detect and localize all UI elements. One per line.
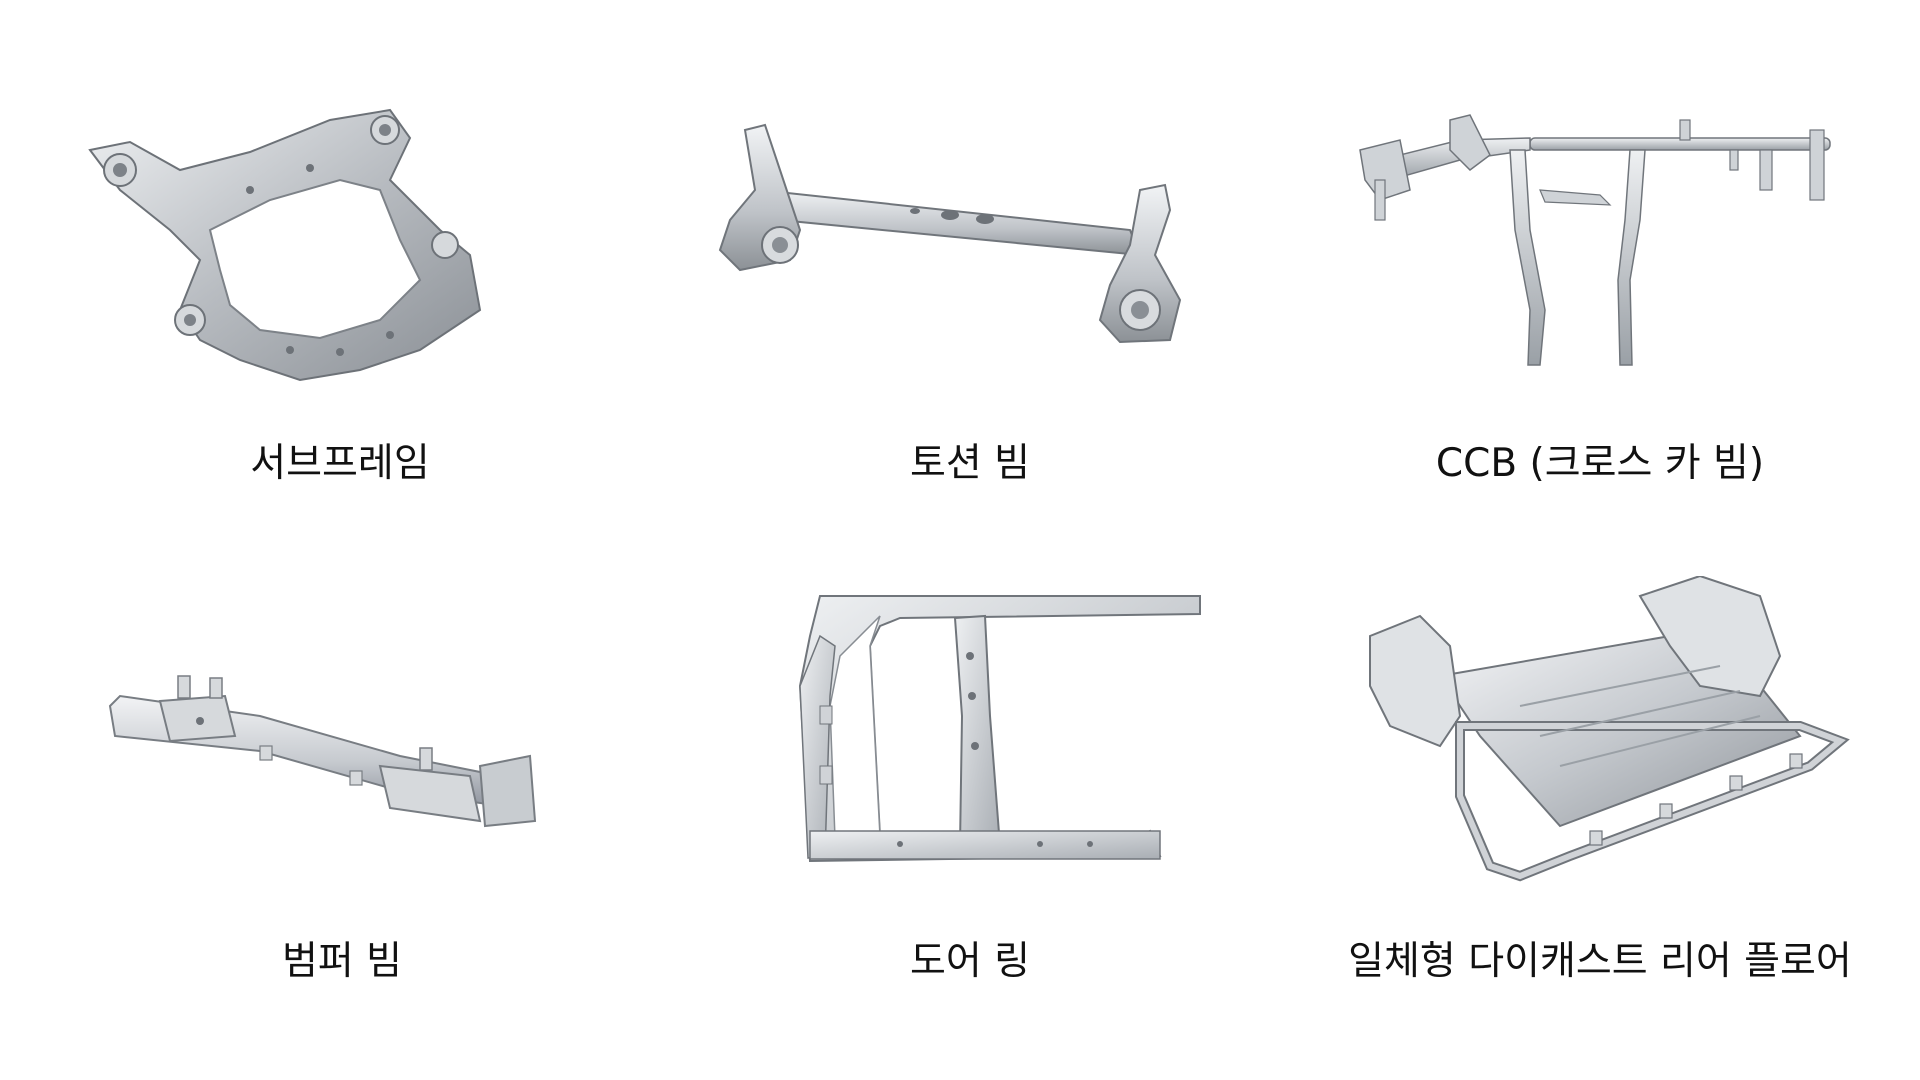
subframe-image (60, 80, 580, 400)
part-label-door-ring: 도어 링 (909, 939, 1031, 984)
part-card-subframe: 서브프레임 (0, 0, 640, 540)
cross-car-beam-image (1340, 80, 1860, 400)
torsion-beam-image (700, 80, 1220, 400)
die-cast-rear-floor-image (1340, 576, 1860, 896)
bumper-beam-image (60, 576, 580, 896)
part-label-bumper-beam: 범퍼 빔 (281, 939, 403, 984)
part-label-cross-car-beam: CCB (크로스 카 빔) (1435, 441, 1765, 486)
part-label-torsion-beam: 토션 빔 (909, 441, 1031, 486)
part-card-bumper-beam: 범퍼 빔 (0, 540, 640, 1080)
part-label-subframe: 서브프레임 (250, 441, 430, 486)
part-card-cross-car-beam: CCB (크로스 카 빔) (1280, 0, 1920, 540)
part-card-door-ring: 도어 링 (640, 540, 1280, 1080)
part-card-die-cast-rear-floor: 일체형 다이캐스트 리어 플로어 (1280, 540, 1920, 1080)
part-card-torsion-beam: 토션 빔 (640, 0, 1280, 540)
door-ring-image (700, 576, 1220, 896)
part-label-die-cast-rear-floor: 일체형 다이캐스트 리어 플로어 (1348, 939, 1852, 984)
